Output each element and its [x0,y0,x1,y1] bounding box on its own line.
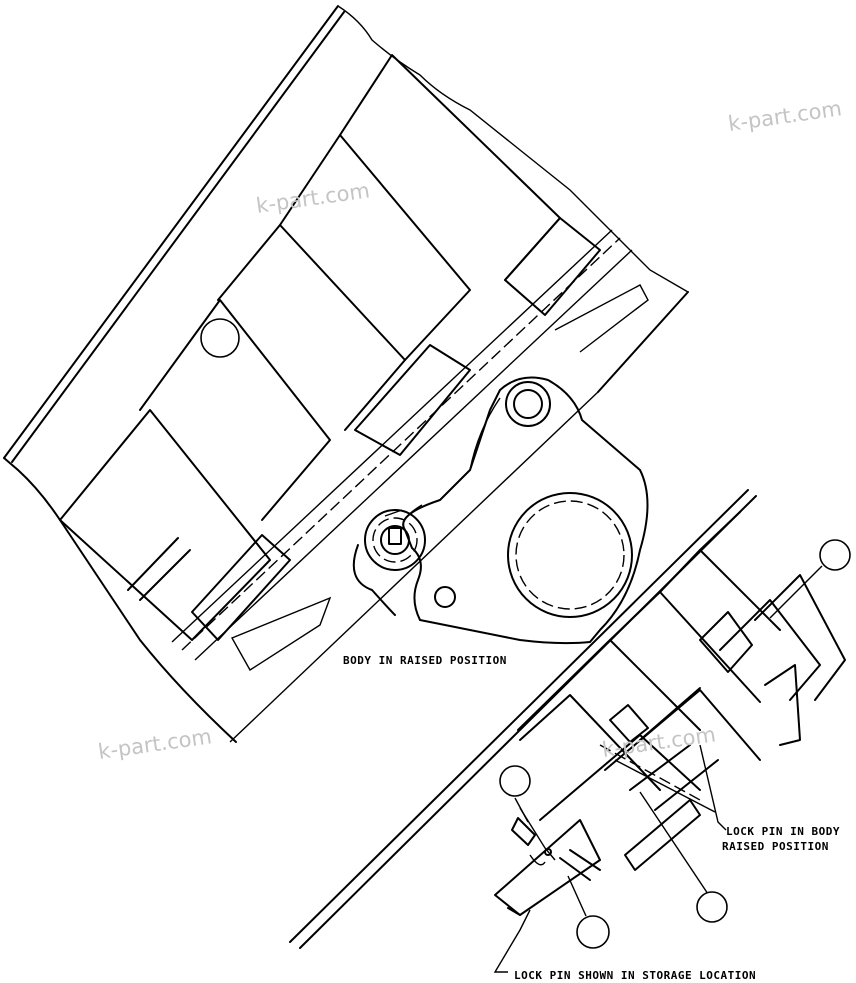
lock-pin-assembly [494,511,846,916]
pivot-pin [364,509,426,571]
label-lock-pin-storage-location: LOCK PIN SHOWN IN STORAGE LOCATION [514,969,757,982]
label-body-raised-position: BODY IN RAISED POSITION [343,654,507,667]
label-lock-pin-body-raised-line1: LOCK PIN IN BODY [726,825,840,838]
frame-rail-dashed [171,229,649,671]
callout-circle-4 [576,915,610,949]
callout-circle-2 [819,539,851,571]
label-lock-pin-body-raised-line2: RAISED POSITION [722,840,829,853]
lower-frame-rail [289,489,757,949]
body-frame [3,5,689,743]
callout-circle-1 [200,318,240,358]
callout-circle-3 [499,765,531,797]
body-cross-members [59,54,601,641]
leader-lines [493,565,823,973]
callout-circle-5 [696,891,728,923]
